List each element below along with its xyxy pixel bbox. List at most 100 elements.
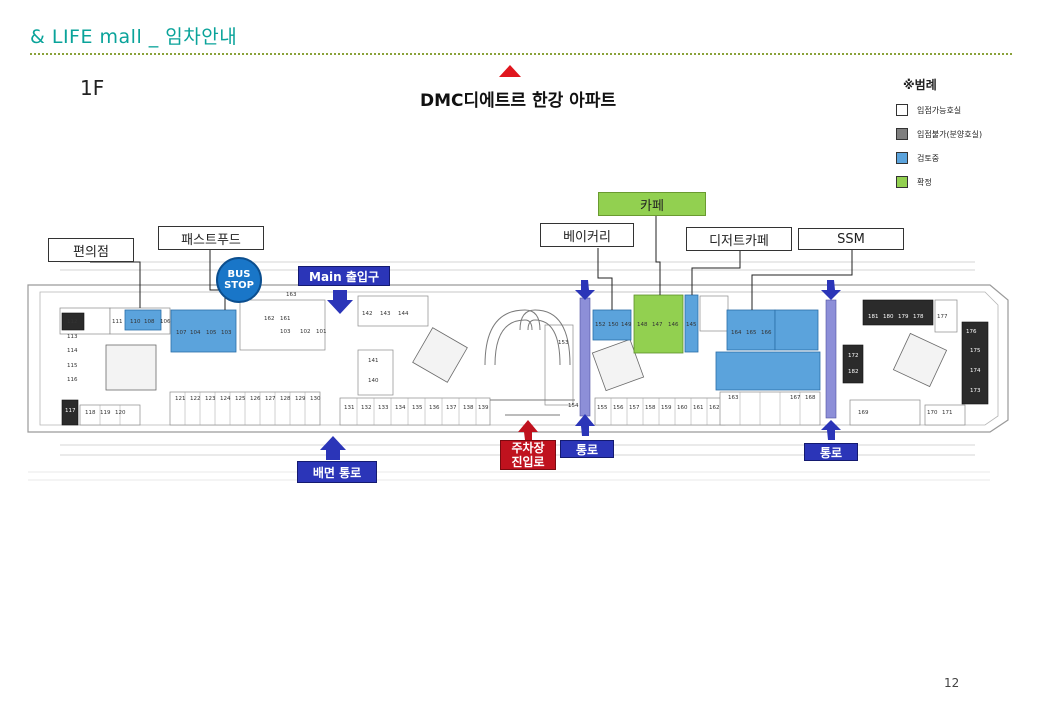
dimension-lines — [28, 471, 990, 481]
unit-number: 154 — [568, 403, 579, 409]
callout-ssm: SSM — [798, 228, 904, 250]
callout-fastfood: 패스트푸드 — [158, 226, 264, 250]
unit-number: 156 — [613, 405, 624, 411]
unit-outline — [79, 404, 141, 426]
unit-review — [774, 309, 819, 351]
unit-outline — [849, 399, 921, 426]
passage-center-badge: 통로 — [560, 440, 614, 458]
unit-unavailable — [842, 344, 864, 384]
unit-number: 107 — [176, 330, 187, 336]
building-outline — [27, 284, 1009, 433]
unit-number: 163 — [728, 395, 739, 401]
parking-arrow-icon — [518, 420, 538, 440]
legend-swatch — [896, 176, 908, 188]
unit-number: 103 — [221, 330, 232, 336]
unit-number: 177 — [937, 314, 948, 320]
main-entrance-badge: Main 출입구 — [298, 266, 390, 286]
unit-number: 108 — [144, 319, 155, 325]
passage-right-badge: 통로 — [804, 443, 858, 461]
unit-number: 127 — [265, 396, 276, 402]
parking-entrance-badge: 주차장 진입로 — [500, 440, 556, 470]
rear-passage-arrow-icon — [320, 436, 346, 460]
unit-number: 157 — [629, 405, 640, 411]
unit-confirmed — [633, 294, 684, 354]
unit-number: 129 — [295, 396, 306, 402]
unit-number: 171 — [942, 410, 953, 416]
unit-number: 115 — [67, 363, 78, 369]
north-label: DMC디에트르 한강 아파트 — [420, 91, 617, 111]
unit-number: 180 — [883, 314, 894, 320]
unit-number: 120 — [115, 410, 126, 416]
unit-number: 143 — [380, 311, 391, 317]
unit-number: 173 — [970, 388, 981, 394]
unit-number: 137 — [446, 405, 457, 411]
unit-number: 163 — [286, 292, 297, 298]
rear-passage-badge: 배면 통로 — [297, 461, 377, 483]
unit-outline — [934, 299, 958, 333]
unit-number: 170 — [927, 410, 938, 416]
unit-number: 113 — [67, 334, 78, 340]
unavailable-units — [61, 299, 989, 426]
unit-number: 105 — [206, 330, 217, 336]
legend-label: 확정 — [917, 177, 932, 187]
unit-number: 141 — [368, 358, 379, 364]
legend-item-confirmed: 확정 — [896, 175, 932, 189]
unit-dividers — [99, 392, 801, 425]
unit-number: 168 — [805, 395, 816, 401]
unit-number: 121 — [175, 396, 186, 402]
callout-bakery: 베이커리 — [540, 223, 634, 247]
unit-number: 150 — [608, 322, 619, 328]
unit-outline — [699, 295, 729, 332]
bus-stop-line2: STOP — [224, 280, 254, 291]
unit-number: 152 — [595, 322, 606, 328]
cores — [105, 327, 948, 392]
unit-number: 117 — [65, 408, 76, 414]
parking-line1: 주차장 — [511, 441, 545, 455]
unit-numbers: 112 113 114 115 116 117 118 119 120 111 … — [65, 292, 981, 416]
unit-outline — [719, 391, 821, 426]
unit-number: 118 — [85, 410, 96, 416]
unit-number: 148 — [637, 322, 648, 328]
page-number: 12 — [944, 676, 960, 690]
parking-line2: 진입로 — [511, 455, 545, 469]
legend-label: 검토중 — [917, 153, 940, 163]
unit-number: 147 — [652, 322, 663, 328]
legend-label: 입점불가(분양호실) — [917, 129, 983, 139]
unit-number: 123 — [205, 396, 216, 402]
unit-outline — [239, 299, 326, 351]
unit-number: 165 — [746, 330, 757, 336]
unit-number: 160 — [677, 405, 688, 411]
unit-number: 162 — [264, 316, 275, 322]
core-outline — [892, 332, 948, 388]
unit-number: 134 — [395, 405, 406, 411]
unit-number: 138 — [463, 405, 474, 411]
unit-number: 166 — [761, 330, 772, 336]
legend-item-review: 검토중 — [896, 151, 939, 165]
legend-label: 입점가능호실 — [917, 105, 962, 115]
unit-outline — [339, 397, 491, 426]
unit-review — [726, 309, 776, 351]
unit-number: 155 — [597, 405, 608, 411]
unit-number: 179 — [898, 314, 909, 320]
unit-number: 144 — [398, 311, 409, 317]
unit-number: 182 — [848, 369, 859, 375]
unit-number: 104 — [190, 330, 201, 336]
unit-outline — [544, 324, 574, 406]
central-ramp — [484, 309, 575, 416]
unit-number: 164 — [731, 330, 742, 336]
review-units — [124, 294, 821, 391]
legend-title: ※범례 — [903, 78, 937, 92]
legend-swatch — [896, 104, 908, 116]
unit-number: 142 — [362, 311, 373, 317]
unit-number: 172 — [848, 353, 859, 359]
unit-number: 139 — [478, 405, 489, 411]
legend-swatch — [896, 128, 908, 140]
core-outline — [105, 344, 157, 391]
unit-number: 174 — [970, 368, 981, 374]
floor-label: 1F — [80, 76, 105, 100]
unit-number: 126 — [250, 396, 261, 402]
unit-review — [715, 351, 821, 391]
unit-review — [124, 309, 162, 331]
unit-unavailable — [61, 399, 79, 426]
unit-number: 136 — [429, 405, 440, 411]
